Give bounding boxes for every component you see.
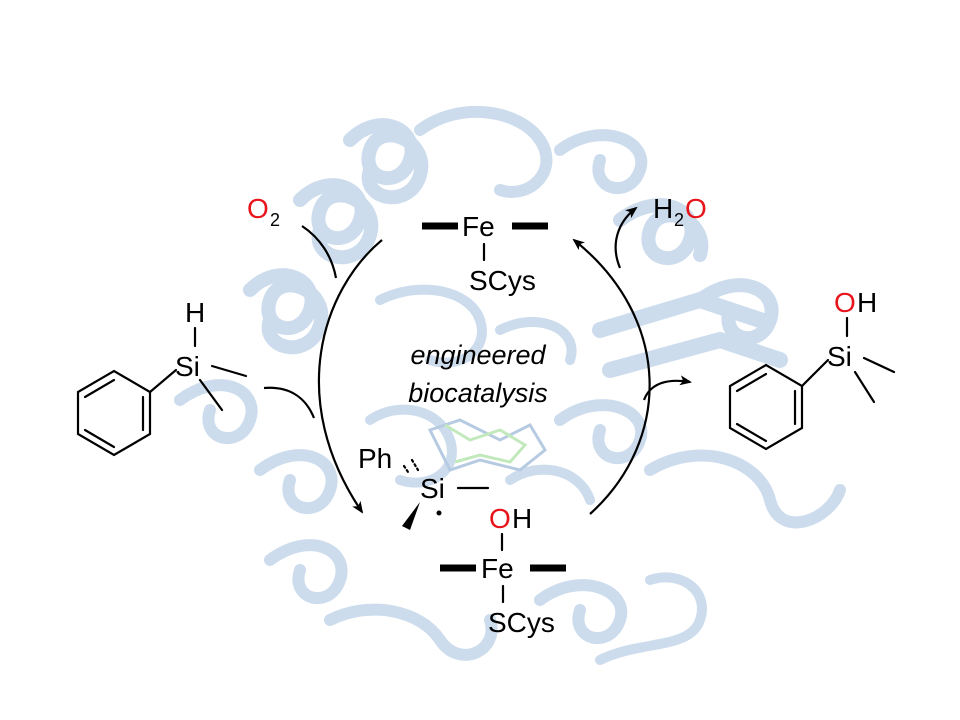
product-ring-double-3 bbox=[735, 422, 768, 443]
substrate-in-arrow bbox=[263, 386, 316, 419]
si-methyl-bond-2 bbox=[198, 378, 224, 412]
product-out-arrow bbox=[642, 375, 692, 401]
substrate-si-label: Si bbox=[175, 351, 200, 382]
scys-top-label: SCys bbox=[469, 265, 536, 296]
scys-bottom-label: SCys bbox=[488, 607, 555, 638]
fe-bottom-label: Fe bbox=[481, 553, 514, 584]
substrate-h-label: H bbox=[185, 297, 205, 328]
intermediate-si-label: Si bbox=[420, 473, 445, 504]
h2o-h: H bbox=[653, 193, 673, 224]
radical-dot bbox=[436, 510, 442, 516]
left-arc-arrow bbox=[317, 239, 383, 514]
h2o-label: H 2 O bbox=[653, 193, 707, 230]
si-methyl-wedge bbox=[402, 502, 420, 530]
heme-bottom: O H Fe SCys bbox=[440, 503, 566, 638]
fe-top-label: Fe bbox=[462, 211, 495, 242]
si-methyl-bond-1 bbox=[210, 364, 248, 378]
oh-hydrogen-label: H bbox=[512, 503, 532, 534]
o2-in-arrow bbox=[301, 225, 338, 279]
protein-ribbon-background bbox=[174, 105, 846, 665]
heme-top: Fe SCys bbox=[422, 211, 548, 296]
right-arc-arrow bbox=[572, 238, 651, 515]
product-si-methyl-2 bbox=[853, 370, 876, 404]
h2o-out-arrow bbox=[614, 206, 638, 269]
si-phenyl-bond bbox=[148, 368, 178, 394]
ph-si-hash-2 bbox=[410, 458, 420, 472]
product-ring-double-2 bbox=[735, 372, 768, 393]
substrate-ring-double-2 bbox=[83, 378, 116, 399]
oh-oxygen-label: O bbox=[489, 503, 511, 534]
product-si-methyl-1 bbox=[862, 356, 896, 374]
product-benzene-ring bbox=[728, 363, 804, 451]
product-h-label: H bbox=[857, 287, 877, 318]
h2o-oxygen: O bbox=[685, 193, 707, 224]
ph-si-hash-1 bbox=[402, 464, 410, 474]
silyl-radical-intermediate: Ph Si bbox=[358, 443, 490, 530]
substrate-dimethylphenylsilane: H Si bbox=[76, 297, 248, 457]
intermediate-ph-label: Ph bbox=[358, 443, 392, 474]
h2o-subscript: 2 bbox=[674, 210, 684, 230]
product-silanol: O H Si bbox=[728, 287, 896, 451]
product-o-label: O bbox=[834, 287, 856, 318]
o2-subscript: 2 bbox=[270, 210, 280, 230]
o2-label: O 2 bbox=[247, 193, 280, 230]
product-si-label: Si bbox=[827, 341, 852, 372]
cycle-arrows bbox=[263, 206, 692, 515]
substrate-benzene-ring bbox=[76, 369, 152, 457]
substrate-ring-double-3 bbox=[83, 428, 116, 449]
center-label-line1: engineered bbox=[410, 340, 546, 370]
o2-oxygen: O bbox=[247, 193, 269, 224]
center-label-line2: biocatalysis bbox=[408, 378, 548, 408]
product-si-phenyl-bond bbox=[800, 358, 830, 388]
